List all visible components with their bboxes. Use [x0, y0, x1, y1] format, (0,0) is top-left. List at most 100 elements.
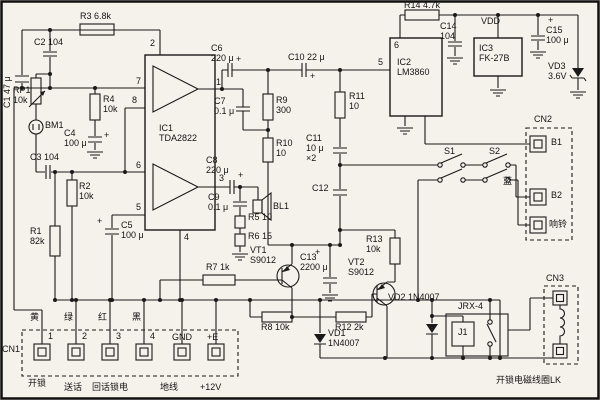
label-ic1-pin1: 1	[216, 77, 222, 87]
resistor-r10	[262, 137, 274, 163]
label-vd1: VD1 1N4007	[328, 328, 360, 348]
label-vt1: VT1 S9012	[250, 245, 277, 265]
label-t2: 2	[82, 331, 88, 341]
label-r4: R4 10k	[103, 94, 118, 114]
label-r2: R2 10k	[79, 181, 94, 201]
label-c3: C3 104	[30, 152, 60, 162]
label-t4: 4	[150, 331, 156, 341]
label-ic1-pin4: 4	[184, 232, 190, 242]
label-c5: C5 100 μ	[121, 220, 144, 240]
zener-vd3	[569, 15, 587, 90]
label-wire-green: 绿	[64, 312, 74, 322]
label-r13: R13 10k	[366, 234, 383, 254]
label-ic2-pin6: 6	[394, 40, 400, 50]
power-rail-top	[400, 9, 587, 99]
label-ic2-pin5: 5	[378, 57, 384, 67]
transistor-vt1	[276, 264, 300, 288]
label-r14: R14 4.7k	[404, 0, 441, 10]
resistor-r13	[389, 237, 401, 265]
switch-s1	[437, 162, 443, 168]
mic-input-section	[13, 23, 161, 344]
label-plus-c5: +	[97, 216, 103, 226]
solenoid-coil-lk	[559, 305, 566, 344]
ground-icon	[322, 294, 338, 302]
label-bm1: BM1	[45, 120, 64, 130]
label-b2: B2	[551, 190, 563, 200]
label-c12: C12	[312, 183, 329, 193]
capacitor-c14	[448, 15, 462, 56]
label-r12: R12 2k	[335, 322, 364, 332]
capacitor-c5	[105, 214, 145, 300]
label-bl1: BL1	[273, 201, 290, 211]
label-s2: S2	[489, 146, 501, 156]
output-network	[198, 63, 390, 261]
label-ground-line: 地线	[160, 382, 179, 392]
transistor-vt2	[372, 282, 396, 306]
label-rp1: RP1 10k	[13, 85, 31, 105]
junction-dots	[20, 13, 540, 360]
ground-icon	[570, 91, 586, 99]
label-c8: C8 220 μ	[206, 155, 229, 175]
label-plus-c8: +	[238, 170, 244, 180]
label-r9: R9 300	[276, 95, 292, 115]
label-c9: C9 0.1 μ	[208, 192, 229, 212]
drive-stage	[55, 230, 560, 359]
label-r6: R6 15	[248, 231, 273, 241]
label-talkback: 回话锁电	[92, 382, 129, 392]
label-b1: B1	[551, 137, 563, 147]
label-blue: 蓝	[503, 176, 513, 186]
label-vt2: VT2 S9012	[348, 257, 375, 277]
label-ic1-pin7: 7	[136, 76, 142, 86]
label-gnd: GND	[172, 332, 192, 342]
label-t3: 3	[116, 331, 122, 341]
label-plus-c13: +	[315, 247, 321, 257]
label-c15: C15 100 μ	[546, 25, 569, 45]
label-j1: J1	[458, 327, 468, 337]
diode-vd2	[426, 300, 438, 358]
label-unlock: 开锁	[28, 378, 47, 388]
label-c13: C13 2200 μ	[300, 252, 328, 272]
label-r11: R11 10	[349, 91, 365, 111]
ic2-lm3860	[389, 15, 530, 145]
connector-cn2	[525, 127, 573, 241]
label-c6: C6 220 μ	[211, 43, 234, 63]
capacitor-c15	[531, 15, 545, 50]
label-ic3: IC3 FK-27B	[479, 43, 510, 63]
label-c1: C1 47 μ	[2, 76, 12, 108]
resistor-r6	[234, 233, 246, 247]
label-t1: 1	[48, 331, 54, 341]
label-plus-c6: +	[236, 54, 242, 64]
label-wire-red: 红	[98, 312, 108, 322]
resistor-r2	[66, 179, 78, 207]
supply-bus	[55, 299, 501, 358]
resistor-r3	[79, 23, 115, 36]
label-ic1-pin6: 6	[136, 160, 142, 170]
resistor-r9	[262, 93, 274, 121]
label-c7: C7 0.1 μ	[214, 96, 235, 116]
resistor-r1	[49, 225, 61, 257]
ground-icon	[490, 89, 506, 97]
label-ic2: IC2 LM3860	[397, 57, 430, 77]
resistor-r7	[202, 274, 236, 286]
opamp-1	[152, 65, 200, 113]
diode-vd1	[314, 300, 326, 358]
capacitor-c7	[222, 88, 268, 131]
coupling-chain	[333, 70, 395, 245]
label-vd2: VD2 1N4007	[388, 292, 440, 302]
connector-cn1	[21, 329, 239, 377]
label-c2: C2 104	[34, 37, 64, 47]
label-vdd: VDD	[481, 16, 501, 26]
label-v12: +12V	[200, 382, 222, 392]
resistor-r4	[89, 93, 101, 121]
label-bell: 响铃	[549, 219, 568, 229]
relay-jrx4	[445, 313, 509, 357]
resistor-r11	[334, 91, 346, 119]
label-jrx4: JRX-4	[458, 301, 484, 311]
label-r1: R1 82k	[30, 226, 45, 246]
ground-icon	[397, 127, 413, 135]
label-cn2: CN2	[534, 114, 553, 124]
label-plus-c15: +	[548, 15, 554, 25]
